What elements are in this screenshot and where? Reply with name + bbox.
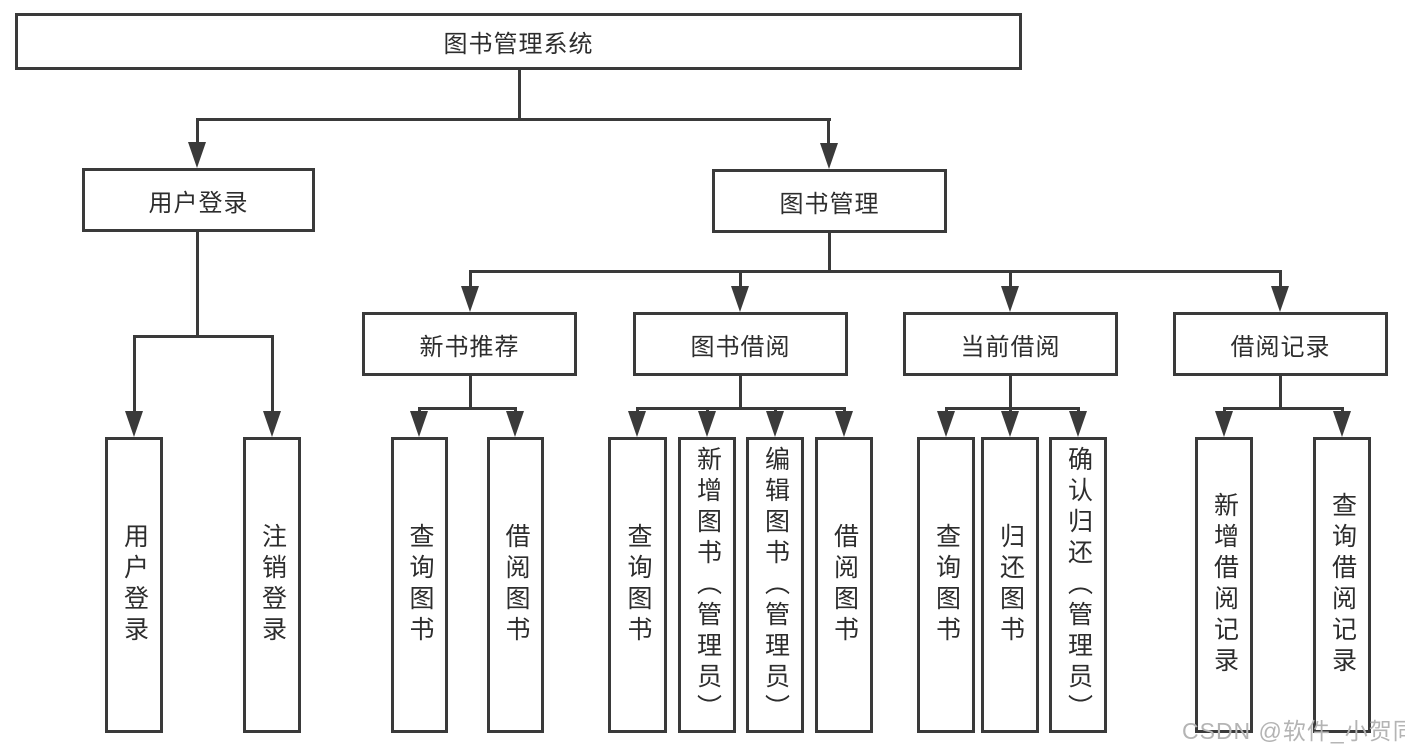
connector-new-book-bar xyxy=(418,407,516,410)
arrow-into-nb-leaf2 xyxy=(506,411,524,437)
arrow-into-borrow-records xyxy=(1271,286,1289,312)
connector-user-login-bar xyxy=(133,335,273,338)
connector-current-borrow-bar xyxy=(945,407,1079,410)
arrow-into-user-login xyxy=(188,142,206,168)
connector-current-borrow-shaft xyxy=(1009,270,1012,288)
connector-borrow-records-bar xyxy=(1223,407,1343,410)
leaf-return-books: 归还图书 xyxy=(981,437,1039,733)
node-borrow-records: 借阅记录 xyxy=(1173,312,1388,376)
leaf-borrow-books-nb: 借阅图书 xyxy=(487,437,544,733)
node-library-management-system: 图书管理系统 xyxy=(15,13,1022,70)
arrow-into-login-leaf2 xyxy=(263,411,281,437)
csdn-watermark: CSDN @软件_小贺同学 xyxy=(1182,718,1405,744)
leaf-logout: 注销登录 xyxy=(243,437,301,733)
node-user-login: 用户登录 xyxy=(82,168,315,232)
node-book-management: 图书管理 xyxy=(712,169,947,233)
connector-login-leaf1-shaft xyxy=(133,335,136,415)
node-new-book-recommend: 新书推荐 xyxy=(362,312,577,376)
arrow-into-login-leaf1 xyxy=(125,411,143,437)
connector-book-borrow-drop xyxy=(739,376,742,407)
arrow-into-bb-leaf2 xyxy=(698,411,716,437)
connector-borrow-records-shaft xyxy=(1279,270,1282,288)
arrow-into-bb-leaf1 xyxy=(628,411,646,437)
arrow-into-br-leaf2 xyxy=(1333,411,1351,437)
leaf-edit-books-admin: 编辑图书（管理员） xyxy=(746,437,804,733)
arrow-into-br-leaf1 xyxy=(1215,411,1233,437)
leaf-add-borrow-record: 新增借阅记录 xyxy=(1195,437,1253,733)
arrow-into-current-borrow xyxy=(1001,286,1019,312)
arrow-into-bb-leaf4 xyxy=(835,411,853,437)
node-book-borrow: 图书借阅 xyxy=(633,312,848,376)
leaf-confirm-return-admin: 确认归还（管理员） xyxy=(1049,437,1107,733)
leaf-user-login: 用户登录 xyxy=(105,437,163,733)
arrow-into-cb-leaf2 xyxy=(1001,411,1019,437)
leaf-query-books-nb: 查询图书 xyxy=(391,437,448,733)
arrow-into-book-borrow xyxy=(731,286,749,312)
leaf-query-borrow-record: 查询借阅记录 xyxy=(1313,437,1371,733)
arrow-into-bb-leaf3 xyxy=(766,411,784,437)
leaf-borrow-books-bb: 借阅图书 xyxy=(815,437,873,733)
connector-book-borrow-shaft xyxy=(739,270,742,288)
connector-level2-bar xyxy=(197,118,831,121)
arrow-into-nb-leaf1 xyxy=(410,411,428,437)
connector-book-borrow-bar xyxy=(637,407,845,410)
connector-user-login-shaft xyxy=(196,118,199,146)
arrow-into-new-book xyxy=(461,286,479,312)
arrow-into-cb-leaf1 xyxy=(937,411,955,437)
connector-current-borrow-drop xyxy=(1009,376,1012,407)
connector-borrow-records-drop xyxy=(1279,376,1282,407)
connector-new-book-shaft xyxy=(469,270,472,288)
connector-book-mgmt-shaft xyxy=(827,118,830,146)
connector-user-login-drop xyxy=(196,232,199,335)
connector-new-book-drop xyxy=(469,376,472,407)
arrow-into-cb-leaf3 xyxy=(1069,411,1087,437)
arrow-into-book-mgmt xyxy=(820,143,838,169)
node-current-borrow: 当前借阅 xyxy=(903,312,1118,376)
connector-level3-bar xyxy=(469,270,1281,273)
leaf-query-books-cb: 查询图书 xyxy=(917,437,975,733)
connector-root-drop xyxy=(518,70,521,118)
connector-login-leaf2-shaft xyxy=(271,335,274,415)
connector-book-mgmt-drop xyxy=(828,233,831,270)
leaf-add-books-admin: 新增图书（管理员） xyxy=(678,437,736,733)
leaf-query-books-bb: 查询图书 xyxy=(608,437,667,733)
